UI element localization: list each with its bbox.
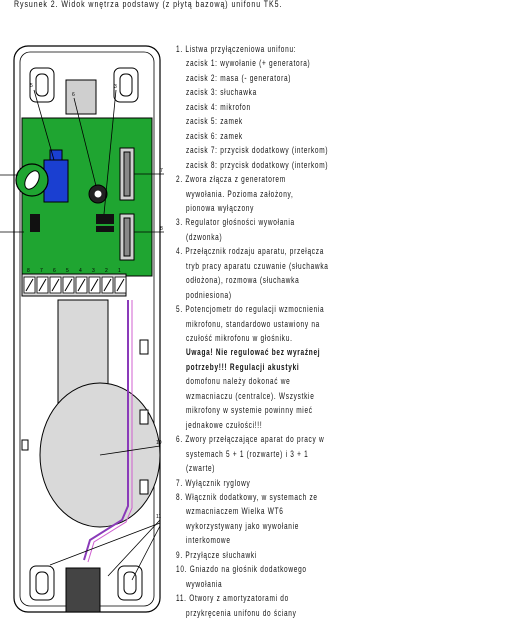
terminal-label: 4 bbox=[79, 268, 82, 274]
legend-line: jednakowe czułości!!! bbox=[186, 419, 263, 430]
legend-line: 4. Przełącznik rodzaju aparatu, przełącz… bbox=[176, 246, 325, 257]
intercom-base-diagram: 5 6 3 7 8 10 11 8 7 6 5 4 3 2 1 bbox=[0, 45, 164, 613]
legend-line: pionowa wyłączony bbox=[186, 202, 255, 213]
legend-line: 5. Potencjometr do regulacji wzmocnienia bbox=[176, 304, 325, 315]
callout-7: 7 bbox=[160, 168, 163, 174]
callout-8: 8 bbox=[160, 226, 163, 232]
legend-line: (zwarte) bbox=[186, 463, 216, 474]
legend-line: zacisk 7: przycisk dodatkowy (interkom) bbox=[186, 145, 329, 156]
callout-3: 3 bbox=[114, 84, 117, 90]
legend-line: wykorzystywany jako wywołanie bbox=[186, 520, 300, 531]
legend-line: zacisk 4: mikrofon bbox=[186, 101, 251, 112]
mount-hole-bottom-left bbox=[29, 565, 55, 601]
legend-line: systemach 5 + 1 (rozwarte) i 3 + 1 bbox=[186, 448, 309, 459]
legend-line: czułość mikrofonu w głośniku. bbox=[186, 333, 293, 343]
callout-6: 6 bbox=[72, 92, 75, 98]
legend-line: 6. Zwory przełączające aparat do pracy w bbox=[176, 434, 325, 445]
legend-line: interkomowe bbox=[186, 535, 231, 546]
mount-hole-bottom-right bbox=[117, 565, 143, 601]
legend-line: zacisk 2: masa (- generatora) bbox=[186, 72, 292, 83]
legend-line: potrzeby!!! Regulacji akustyki bbox=[186, 361, 300, 372]
legend-line: domofonu należy dokonać we bbox=[186, 376, 291, 387]
legend-line: wzmacniaczem Wielka WT6 bbox=[186, 506, 284, 517]
legend-line: zacisk 5: zamek bbox=[186, 116, 243, 127]
legend-line: mikrofonu, standardowo ustawiony na bbox=[186, 318, 320, 329]
handset-connector bbox=[65, 567, 101, 613]
legend-line: zacisk 8: przycisk dodatkowy (interkom) bbox=[186, 159, 329, 170]
legend-line: wywołania bbox=[186, 578, 223, 589]
legend-line: tryb pracy aparatu czuwanie (słuchawka bbox=[186, 260, 329, 271]
terminal-label: 8 bbox=[27, 268, 30, 274]
legend-line: przykręcenia unifonu do ściany bbox=[186, 607, 297, 618]
legend-line: odłożona), rozmowa (słuchawka bbox=[186, 275, 300, 286]
terminal-label: 1 bbox=[118, 268, 121, 274]
legend-line: (dzwonka) bbox=[186, 231, 223, 242]
legend-line: 11. Otwory z amortyzatorami do bbox=[176, 593, 289, 604]
callout-10: 10 bbox=[156, 440, 162, 446]
legend-line: podniesiona) bbox=[186, 289, 232, 300]
legend-line: zacisk 3: słuchawka bbox=[186, 87, 257, 98]
terminal-label: 5 bbox=[66, 268, 69, 274]
terminal-label: 7 bbox=[40, 268, 43, 274]
top-clip bbox=[65, 79, 97, 115]
legend-line: 2. Zwora złącza z generatorem bbox=[176, 174, 286, 185]
legend-line: 1. Listwa przyłączeniowa unifonu: bbox=[176, 44, 297, 54]
legend-line: 10. Gniazdo na głośnik dodatkowego bbox=[176, 564, 307, 575]
legend-line: wzmacniaczu (centralce). Wszystkie bbox=[186, 390, 315, 401]
terminal-label: 6 bbox=[53, 268, 56, 274]
legend-line: 9. Przyłącze słuchawki bbox=[176, 549, 258, 560]
terminal-label: 3 bbox=[92, 268, 95, 274]
handset-cable bbox=[83, 300, 129, 561]
legend-line: 7. Wyłącznik ryglowy bbox=[176, 477, 251, 488]
legend-line: 3. Regulator głośności wywołania bbox=[176, 217, 295, 228]
figure-caption: Rysunek 2. Widok wnętrza podstawy (z pły… bbox=[14, 0, 283, 9]
legend-line: zacisk 1: wywołanie (+ generatora) bbox=[186, 58, 311, 69]
legend-line: mikrofony w systemie powinny mieć bbox=[186, 405, 313, 416]
legend-line: wywołania. Pozioma założony, bbox=[186, 188, 294, 199]
terminal-label: 2 bbox=[105, 268, 108, 274]
callout-11: 11 bbox=[156, 514, 161, 520]
callout-5: 5 bbox=[30, 83, 33, 89]
mount-hole-top-left bbox=[29, 67, 55, 103]
legend-line: 8. Włącznik dodatkowy, w systemach ze bbox=[176, 491, 318, 502]
legend-line: Uwaga! Nie regulować bez wyraźnej bbox=[186, 347, 321, 358]
legend-line: zacisk 6: zamek bbox=[186, 130, 243, 141]
mount-hole-top-right bbox=[113, 67, 139, 103]
